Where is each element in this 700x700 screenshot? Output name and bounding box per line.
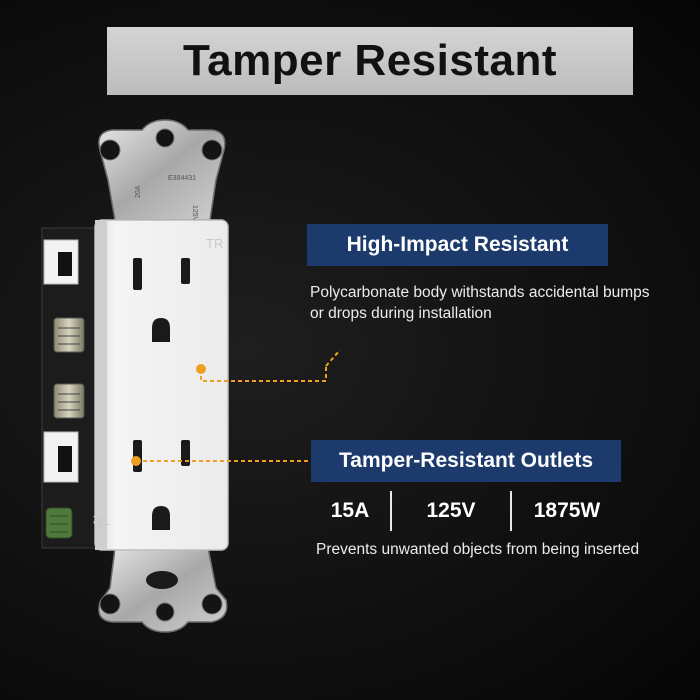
leader-line-tamper-resistant [131, 456, 311, 466]
ground-screw [45, 507, 73, 539]
side-housing [41, 227, 103, 549]
receptacle-face: TR TR [93, 219, 229, 551]
svg-text:20A: 20A [135, 185, 142, 198]
leader-line-high-impact [196, 349, 341, 382]
terminal-screw [53, 383, 85, 419]
callout-high-impact-description: Polycarbonate body withstands accidental… [310, 284, 650, 322]
tr-mark-top: TR [206, 236, 223, 251]
spec-amperage: 15A [330, 499, 370, 522]
page-title: Tamper Resistant [183, 36, 557, 85]
spec-row: 15A 125V 1875W [310, 490, 620, 532]
callout-tamper-resistant-description: Prevents unwanted objects from being ins… [316, 541, 640, 558]
svg-text:E384431: E384431 [168, 175, 196, 182]
spec-divider [510, 491, 512, 531]
spec-wattage: 1875W [533, 499, 601, 522]
callout-high-impact-heading: High-Impact Resistant [307, 224, 608, 266]
spec-voltage: 125V [426, 499, 476, 522]
tr-mark-bottom: TR [93, 513, 110, 528]
spec-divider [390, 491, 392, 531]
callout-tamper-resistant-heading: Tamper-Resistant Outlets [311, 440, 621, 482]
svg-text:125V: 125V [191, 205, 198, 222]
terminal-screw [53, 317, 85, 353]
bottom-mounting-strap [98, 547, 228, 633]
title-banner: Tamper Resistant [107, 27, 633, 95]
top-mounting-strap: 20A E384431 125V [98, 119, 226, 222]
